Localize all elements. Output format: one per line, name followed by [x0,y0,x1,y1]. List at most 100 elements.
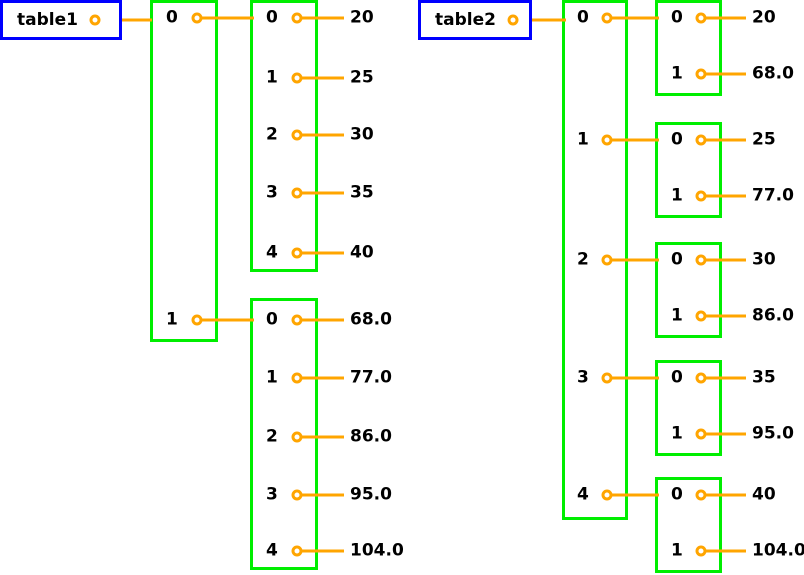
port-table2-outer-0[interactable] [601,12,613,24]
key-table1-1-0: 0 [266,309,278,330]
root-node-table1[interactable]: table1 [0,0,122,40]
wire-table1-0-0 [302,16,344,20]
port-table1-1-1[interactable] [291,372,303,384]
port-table2-3-1[interactable] [695,428,707,440]
key-table2-4-1: 1 [671,540,683,561]
wire-table2-4-1 [706,549,746,553]
wire-table1-to-outer [100,18,152,22]
port-table2-4-0[interactable] [695,489,707,501]
value-table1-1-0: 68.0 [350,309,392,330]
group-table1-1 [250,298,318,570]
wire-table1-0-4 [302,251,344,255]
key-table1-0-3: 3 [266,182,278,203]
wire-table1-0-2 [302,133,344,137]
port-table1-1-0[interactable] [291,314,303,326]
port-table2-1-1[interactable] [695,190,707,202]
wire-table2-0-0 [706,16,746,20]
group-table2-1 [655,122,722,218]
wire-table1-outer-1 [202,318,254,322]
port-table2-2-0[interactable] [695,254,707,266]
port-table2-3-0[interactable] [695,372,707,384]
port-table1-1-2[interactable] [291,431,303,443]
key-table2-0-0: 0 [671,7,683,28]
root-label-table2: table2 [435,9,496,30]
wire-table1-outer-0 [202,16,254,20]
port-table1-0-2[interactable] [291,129,303,141]
port-table2-1-0[interactable] [695,134,707,146]
key-table2-outer-1: 1 [577,129,589,150]
key-table2-3-1: 1 [671,423,683,444]
group-table1-outer [150,0,218,342]
port-table1-out[interactable] [89,14,101,26]
port-table1-0-0[interactable] [291,12,303,24]
group-table2-4 [655,477,722,573]
key-table2-2-1: 1 [671,305,683,326]
key-table2-0-1: 1 [671,63,683,84]
value-table1-0-1: 25 [350,67,374,88]
value-table2-4-1: 104.0 [752,540,804,561]
value-table1-0-0: 20 [350,7,374,28]
value-table2-4-0: 40 [752,484,776,505]
port-table1-0-1[interactable] [291,72,303,84]
port-table1-0-4[interactable] [291,247,303,259]
wire-table2-outer-1 [612,138,659,142]
wire-table1-0-3 [302,191,344,195]
port-table1-1-4[interactable] [291,545,303,557]
key-table1-0-2: 2 [266,124,278,145]
wire-table1-1-2 [302,435,344,439]
port-table2-outer-2[interactable] [601,254,613,266]
key-table1-outer-1: 1 [166,309,178,330]
key-table2-3-0: 0 [671,367,683,388]
port-table2-outer-4[interactable] [601,489,613,501]
value-table2-3-1: 95.0 [752,423,794,444]
value-table1-0-4: 40 [350,242,374,263]
wire-table2-outer-2 [612,258,659,262]
wire-table2-outer-3 [612,376,659,380]
value-table1-1-2: 86.0 [350,426,392,447]
key-table1-1-3: 3 [266,484,278,505]
group-table2-0 [655,0,722,96]
key-table1-0-0: 0 [266,7,278,28]
value-table1-0-2: 30 [350,124,374,145]
wire-table2-0-1 [706,72,746,76]
port-table2-4-1[interactable] [695,545,707,557]
port-table1-outer-0[interactable] [191,12,203,24]
wire-table2-4-0 [706,493,746,497]
value-table1-1-4: 104.0 [350,540,404,561]
wire-table2-2-0 [706,258,746,262]
wire-table2-1-0 [706,138,746,142]
port-table2-out[interactable] [507,14,519,26]
wire-table1-1-4 [302,549,344,553]
value-table1-0-3: 35 [350,182,374,203]
wire-table2-1-1 [706,194,746,198]
wire-table1-1-0 [302,318,344,322]
port-table2-outer-3[interactable] [601,372,613,384]
wire-table2-outer-0 [612,16,659,20]
wire-table2-3-1 [706,432,746,436]
wire-table1-1-3 [302,493,344,497]
port-table1-outer-1[interactable] [191,314,203,326]
root-label-table1: table1 [17,9,78,30]
wire-table1-0-1 [302,76,344,80]
port-table1-0-3[interactable] [291,187,303,199]
key-table2-2-0: 0 [671,249,683,270]
key-table2-1-0: 0 [671,129,683,150]
value-table2-1-0: 25 [752,129,776,150]
value-table2-2-1: 86.0 [752,305,794,326]
port-table2-outer-1[interactable] [601,134,613,146]
value-table2-1-1: 77.0 [752,185,794,206]
value-table2-3-0: 35 [752,367,776,388]
value-table2-0-1: 68.0 [752,63,794,84]
key-table2-outer-2: 2 [577,249,589,270]
port-table2-2-1[interactable] [695,310,707,322]
key-table2-outer-3: 3 [577,367,589,388]
key-table1-0-4: 4 [266,242,278,263]
port-table1-1-3[interactable] [291,489,303,501]
port-table2-0-1[interactable] [695,68,707,80]
port-table2-0-0[interactable] [695,12,707,24]
wire-table1-1-1 [302,376,344,380]
wire-table2-outer-4 [612,493,659,497]
key-table1-1-1: 1 [266,367,278,388]
key-table1-outer-0: 0 [166,7,178,28]
